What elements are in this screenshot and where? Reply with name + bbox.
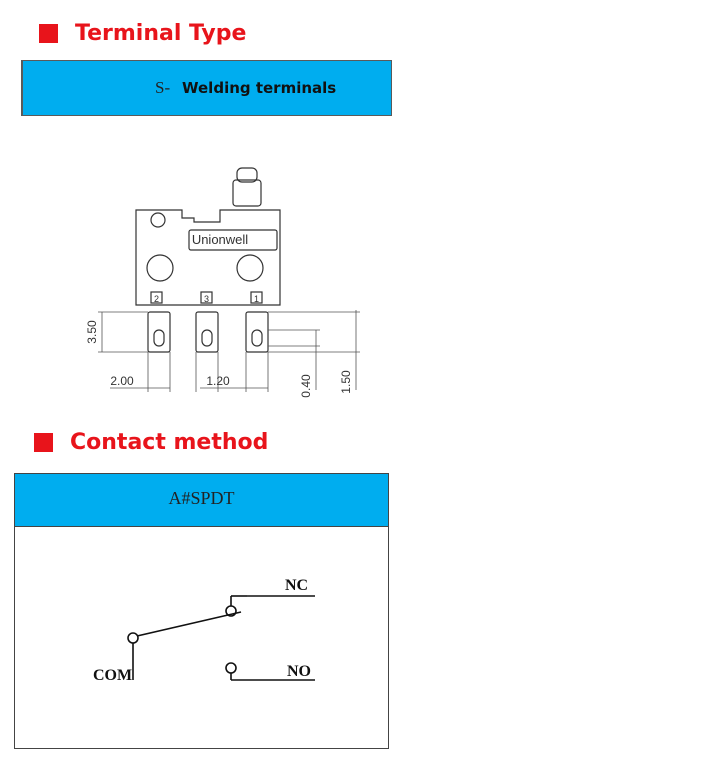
mount-hole-right xyxy=(236,254,264,282)
spdt-schematic: NC NO COM xyxy=(93,577,315,684)
section-heading-contact: Contact method xyxy=(34,430,268,455)
red-square-marker xyxy=(39,24,58,43)
dim-thickness: 0.40 xyxy=(299,374,313,398)
com-label: COM xyxy=(93,667,132,684)
terminal-2 xyxy=(147,311,171,353)
pin-box-3 xyxy=(200,291,213,304)
brand-text: Unionwell xyxy=(192,232,248,247)
mount-hole-left xyxy=(146,254,174,282)
contact-method-box: A#SPDT NC NO COM xyxy=(14,473,389,749)
section-title: Contact method xyxy=(70,430,269,455)
dim-offset: 1.50 xyxy=(339,370,353,394)
pin-box-2 xyxy=(150,291,163,304)
terminal-label: Welding terminals xyxy=(182,79,337,97)
brand-box xyxy=(188,229,278,251)
switch-body xyxy=(135,209,281,306)
terminal-type-bar: S- Welding terminals xyxy=(21,60,392,116)
terminal-hole-1 xyxy=(251,329,263,347)
pin-number-2: 2 xyxy=(154,294,159,304)
terminal-1 xyxy=(245,311,269,353)
switch-drawing: Unionwell 2 3 1 3.50 2.00 1.20 0.40 1.50 xyxy=(85,167,360,398)
plunger-body xyxy=(232,179,262,207)
plunger-tip xyxy=(236,167,258,183)
terminal-3 xyxy=(195,311,219,353)
pin-box-1 xyxy=(250,291,263,304)
dim-pitch-inner: 1.20 xyxy=(206,374,230,388)
mount-hole-top xyxy=(150,212,166,228)
nc-label: NC xyxy=(285,577,308,594)
red-square-marker xyxy=(34,433,53,452)
section-heading-terminal: Terminal Type xyxy=(39,21,246,46)
no-label: NO xyxy=(287,663,311,680)
contact-type-header: A#SPDT xyxy=(15,474,388,527)
terminal-code: S- xyxy=(155,78,171,97)
terminal-hole-3 xyxy=(201,329,213,347)
dim-height: 3.50 xyxy=(85,320,99,344)
contact-type-label: A#SPDT xyxy=(168,488,235,508)
terminal-hole-2 xyxy=(153,329,165,347)
pin-number-1: 1 xyxy=(254,294,259,304)
dim-pitch-outer: 2.00 xyxy=(110,374,134,388)
pin-number-3: 3 xyxy=(204,294,209,304)
section-title: Terminal Type xyxy=(75,21,247,46)
